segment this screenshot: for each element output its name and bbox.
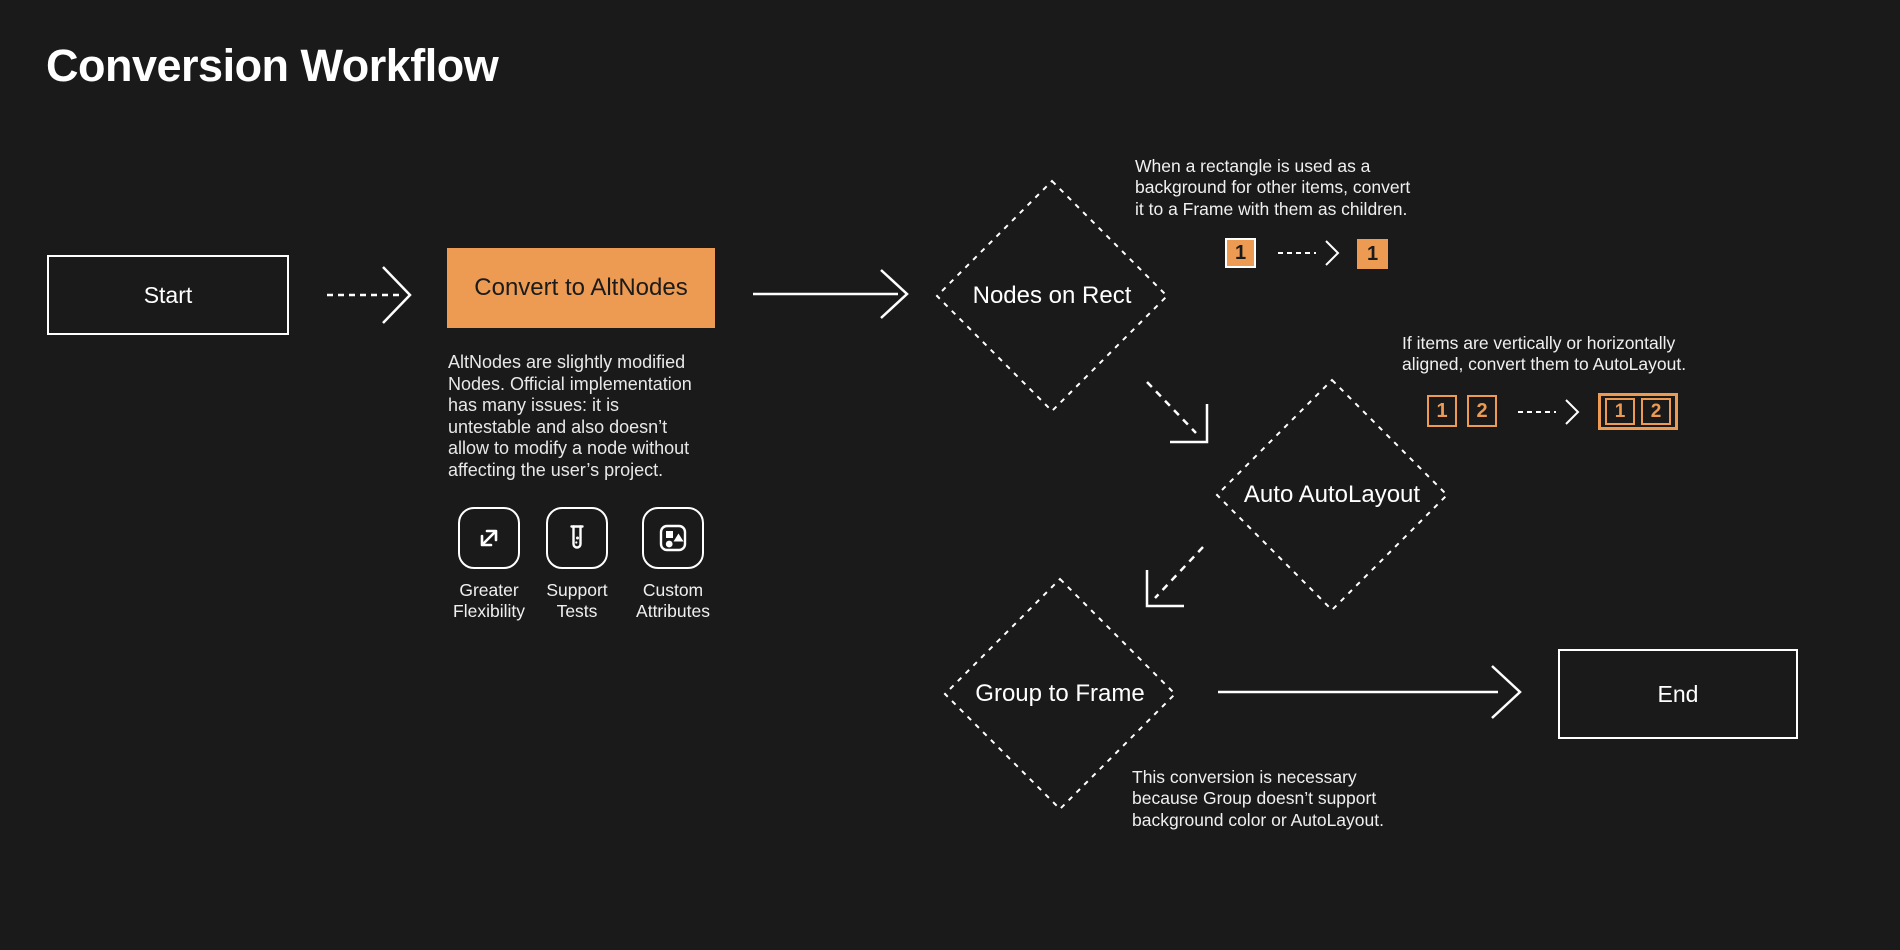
end-node-label: End: [1657, 680, 1699, 707]
connector-start-to-convert: [327, 266, 412, 324]
convert-node-label: Convert to AltNodes: [474, 274, 688, 301]
connector-group-to-end: [1218, 665, 1522, 719]
feature-greater-flexibility: Greater Flexibility: [448, 507, 530, 622]
note-autolayout: If items are vertically or horizontally …: [1402, 333, 1687, 375]
mini-arrow-rect-to-frame: [1278, 240, 1340, 266]
note-group-to-frame: This conversion is necessary because Gro…: [1132, 767, 1384, 830]
end-node: End: [1558, 649, 1798, 739]
autolayout-container: 1 2: [1598, 393, 1678, 430]
item-box-2: 2: [1467, 395, 1497, 427]
expand-icon: [458, 507, 520, 569]
diamond-nodes-on-rect-outline: [935, 179, 1169, 413]
feature-custom-attributes: Custom Attributes: [631, 507, 715, 622]
autolayout-item-2: 2: [1641, 398, 1671, 425]
test-tube-icon: [546, 507, 608, 569]
convert-node: Convert to AltNodes: [447, 248, 715, 328]
feature-label: Custom Attributes: [636, 580, 710, 621]
connector-rect-to-autolayout: [1146, 381, 1209, 444]
decision-nodes-on-rect: Nodes on Rect: [972, 282, 1132, 309]
note-rect-to-frame: When a rectangle is used as a background…: [1135, 156, 1411, 219]
autolayout-item-1: 1: [1605, 398, 1635, 425]
convert-description: AltNodes are slightly modified Nodes. Of…: [448, 352, 692, 480]
item-box-1: 1: [1427, 395, 1457, 427]
decision-group-to-frame: Group to Frame: [975, 680, 1145, 707]
connector-autolayout-to-group: [1145, 546, 1204, 608]
feature-support-tests: Support Tests: [536, 507, 618, 622]
diamond-auto-autolayout-outline: [1215, 378, 1449, 612]
feature-label: Support Tests: [546, 580, 608, 621]
connector-convert-to-rect: [753, 269, 909, 319]
start-node-label: Start: [143, 281, 193, 308]
feature-label: Greater Flexibility: [453, 580, 525, 621]
mini-arrow-items-to-autolayout: [1518, 399, 1580, 425]
diamond-group-to-frame-outline: [943, 577, 1177, 811]
page-title: Conversion Workflow: [46, 40, 499, 91]
start-node: Start: [47, 255, 289, 335]
shapes-icon: [642, 507, 704, 569]
decision-auto-autolayout: Auto AutoLayout: [1243, 481, 1421, 508]
frame-after-box: 1: [1357, 239, 1388, 269]
rect-before-box: 1: [1225, 238, 1256, 268]
